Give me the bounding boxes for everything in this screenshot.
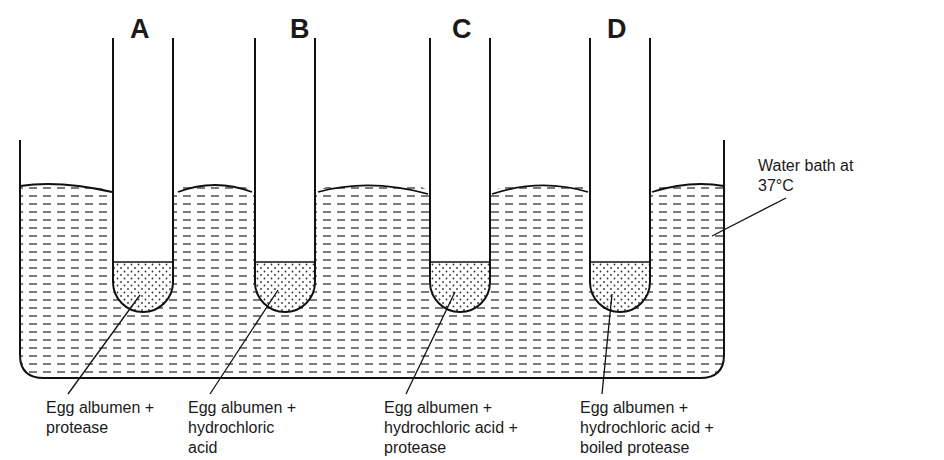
leader-line	[210, 290, 278, 394]
liquid-level	[590, 261, 650, 262]
test-tube	[113, 38, 173, 312]
leader-line	[712, 198, 786, 236]
tube-letter: B	[290, 14, 310, 44]
liquid-level	[255, 261, 315, 262]
liquid-level	[113, 261, 173, 262]
tube-body	[430, 38, 490, 312]
tube-body	[255, 38, 315, 312]
tube-letter: A	[130, 14, 150, 44]
tube-contents-label: Egg albumen + protease	[46, 398, 166, 438]
liquid-level	[430, 261, 490, 262]
test-tube	[590, 38, 650, 312]
leader-line	[68, 295, 140, 394]
tube-contents-label: Egg albumen + hydrochloric acid + boiled…	[580, 398, 740, 458]
tube-contents-label: Egg albumen + hydrochloric acid + protea…	[384, 398, 534, 458]
tube-body	[590, 38, 650, 312]
test-tube	[430, 38, 490, 312]
tube-contents-label: Egg albumen + hydrochloric acid	[188, 398, 308, 458]
tube-body	[113, 38, 173, 312]
leader-line	[406, 292, 455, 394]
water-bath-label: Water bath at 37°C	[758, 156, 878, 196]
test-tube	[255, 38, 315, 312]
tube-letter: C	[452, 14, 472, 44]
tube-letter: D	[607, 14, 627, 44]
leader-line	[602, 294, 612, 394]
test-tubes	[113, 38, 650, 312]
